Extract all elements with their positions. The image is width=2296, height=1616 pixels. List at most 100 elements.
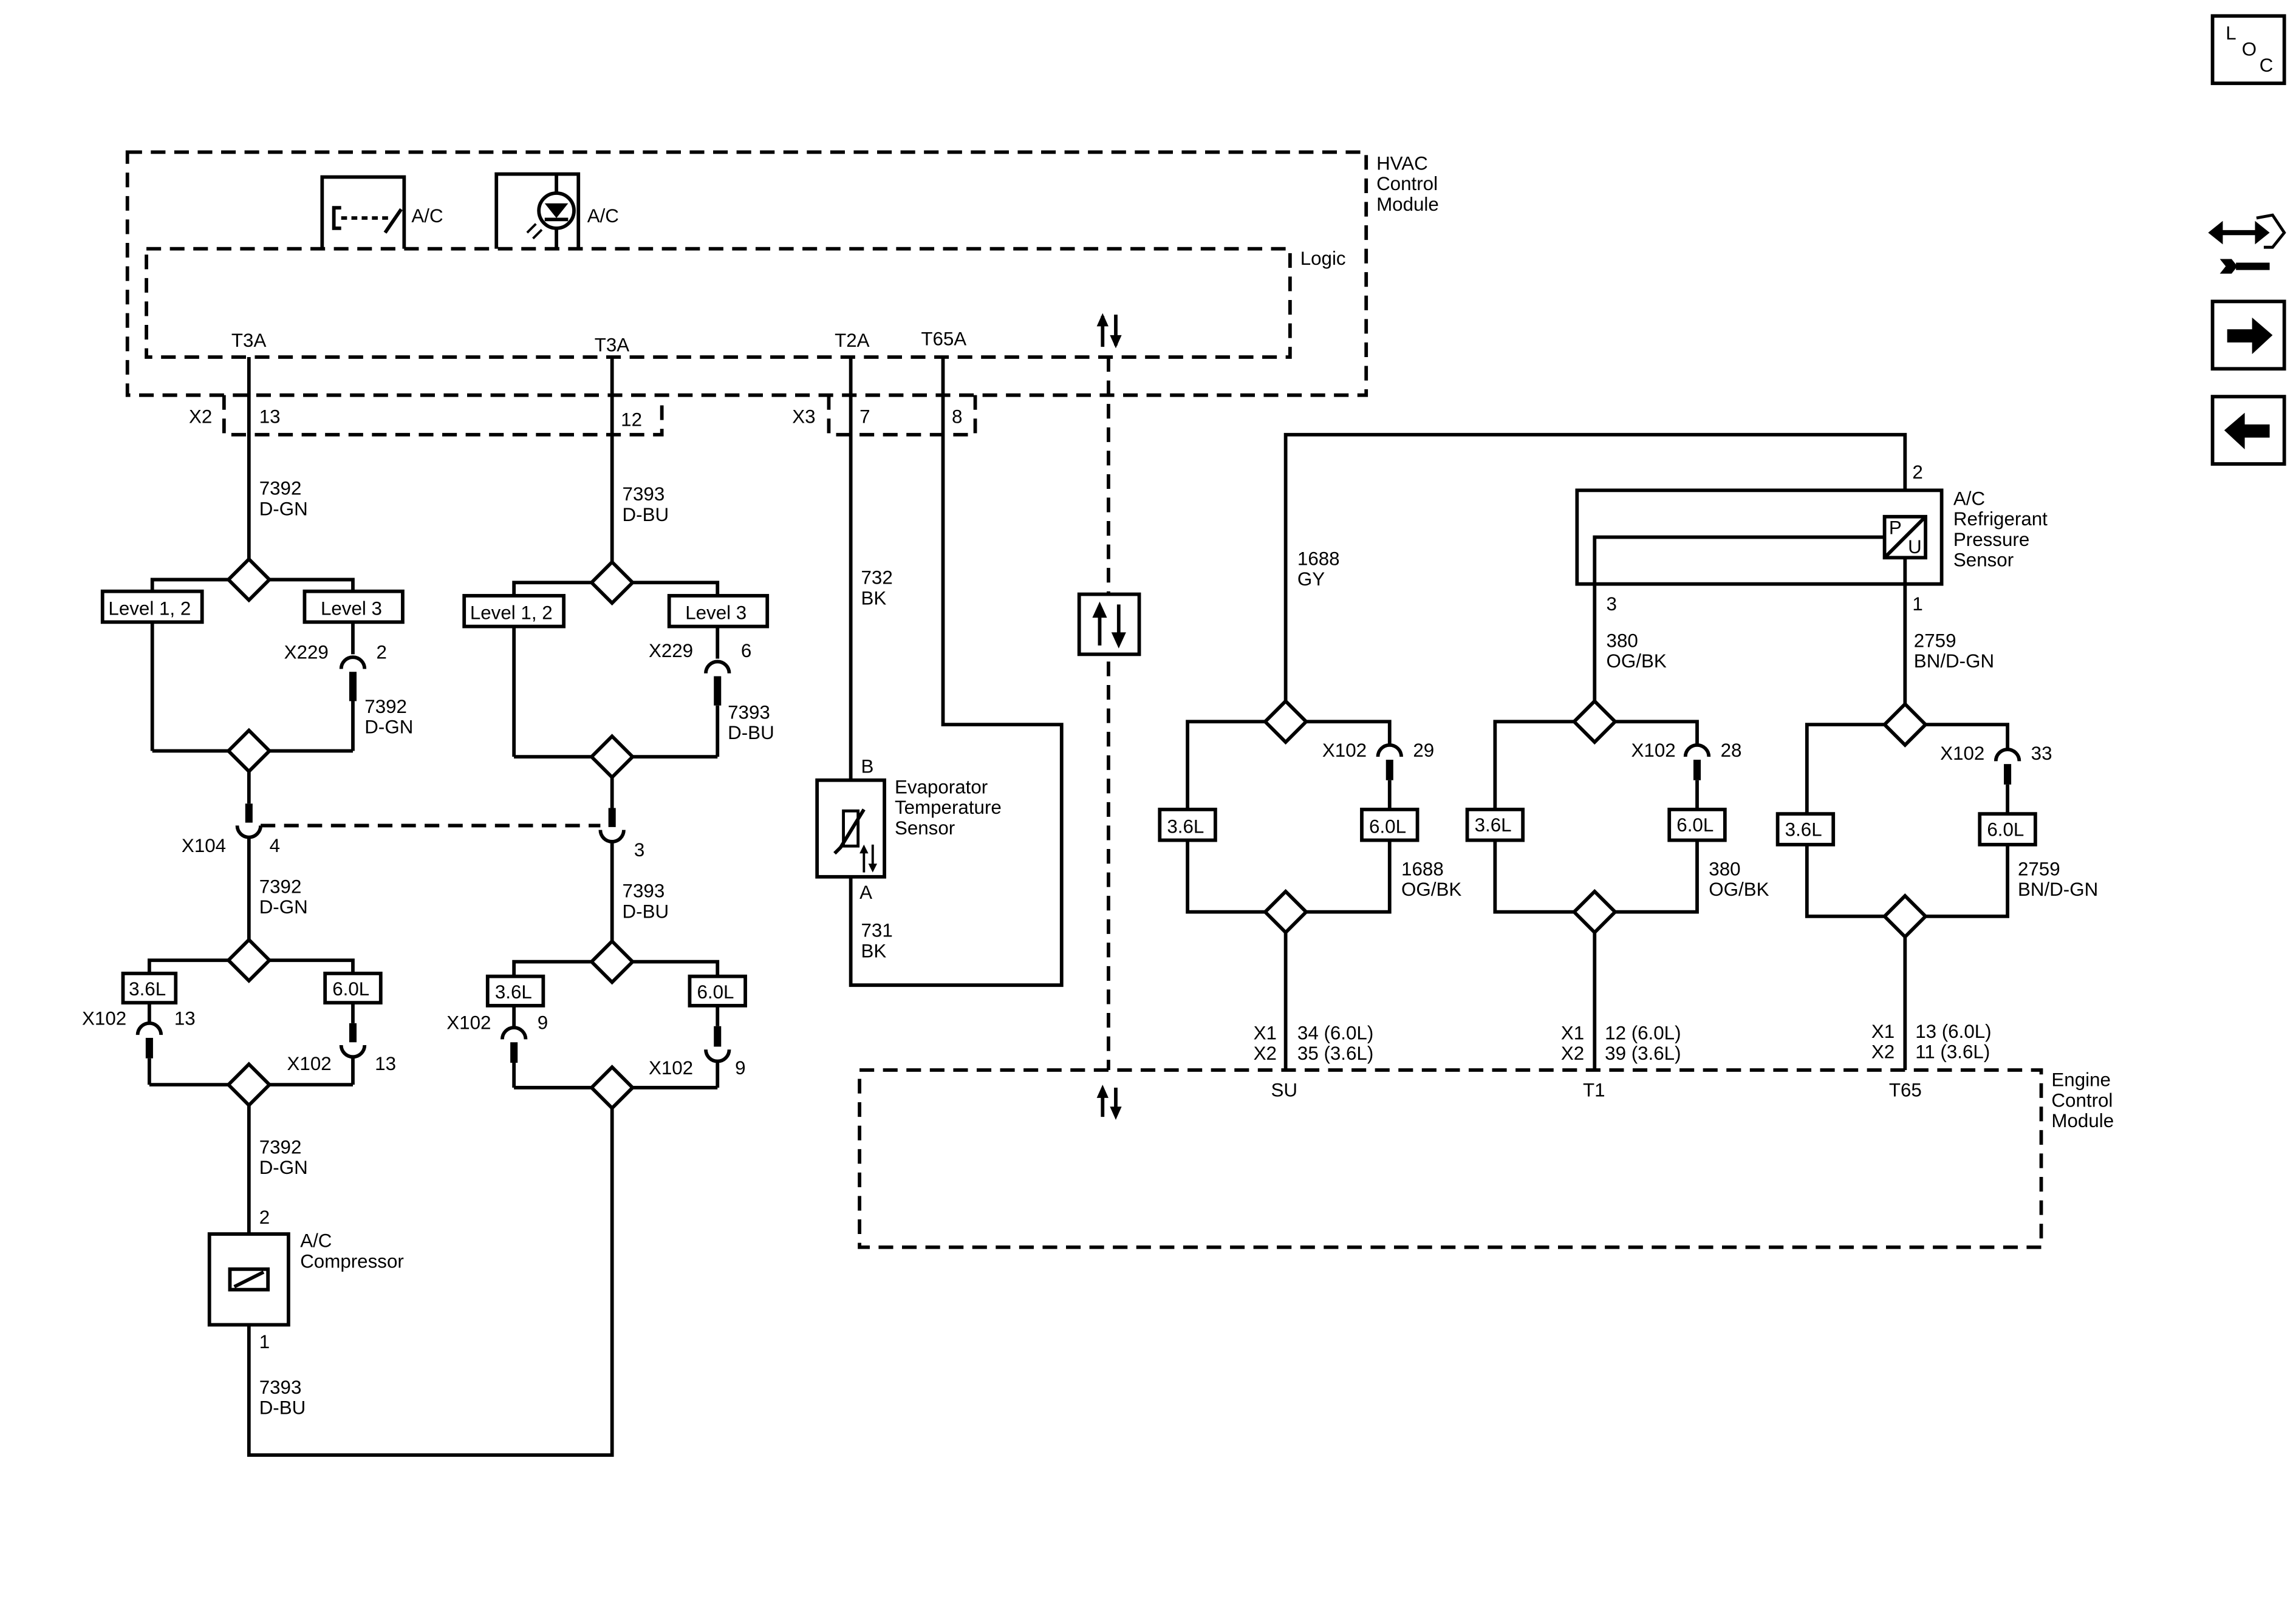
x102-pin: 9 bbox=[735, 1057, 745, 1079]
wire-color: OG/BK bbox=[1709, 879, 1769, 900]
x2-label: X2 bbox=[1254, 1043, 1277, 1064]
x102-pin: 13 bbox=[174, 1007, 196, 1029]
x102-label: X102 bbox=[1322, 740, 1367, 761]
splice-diamond bbox=[1262, 888, 1309, 935]
option-60l: 6.0L bbox=[1369, 816, 1406, 837]
wire-color: D-GN bbox=[259, 498, 308, 519]
x229-pin: 6 bbox=[741, 640, 751, 661]
loc-letter: L bbox=[2226, 22, 2236, 44]
option-36l: 3.6L bbox=[495, 981, 532, 1003]
pressure-pin-1: 1 bbox=[1912, 593, 1922, 615]
option-36l: 3.6L bbox=[1475, 814, 1512, 836]
option-box bbox=[323, 972, 383, 1005]
x104-pin: 3 bbox=[634, 839, 644, 861]
hvac-control-module: HVAC Control Module Logic A/C A/C T3A T3… bbox=[125, 150, 1439, 397]
compressor-pin-2: 2 bbox=[259, 1207, 270, 1228]
pin-t65a: T65A bbox=[921, 329, 966, 350]
hvac-label-2: Control bbox=[1376, 173, 1438, 194]
ecm-label-2: Control bbox=[2051, 1089, 2113, 1111]
pin-t2a: T2A bbox=[835, 330, 870, 351]
wire-color: D-GN bbox=[259, 1157, 308, 1178]
option-box bbox=[667, 594, 770, 629]
wire-color: D-BU bbox=[728, 722, 774, 743]
evap-label-1: Evaporator bbox=[895, 776, 988, 797]
splice-diamond bbox=[589, 559, 635, 606]
ac-switch-icon: A/C bbox=[320, 175, 443, 249]
wire-label: 1688 bbox=[1297, 548, 1340, 569]
loc-button[interactable]: L O C bbox=[2210, 14, 2286, 86]
connector-icon bbox=[500, 1026, 528, 1040]
previous-button[interactable] bbox=[2210, 395, 2286, 466]
x1-label: X1 bbox=[1871, 1021, 1895, 1042]
pressure-u: U bbox=[1908, 536, 1922, 557]
wire-label: 1688 bbox=[1401, 858, 1444, 879]
ac-indicator-label: A/C bbox=[587, 205, 619, 227]
x102-pin: 29 bbox=[1413, 740, 1434, 761]
ac-switch-label: A/C bbox=[411, 205, 443, 227]
wire-color: D-GN bbox=[259, 896, 308, 918]
splice-diamond bbox=[1262, 698, 1309, 745]
wire-color: D-BU bbox=[623, 504, 669, 525]
wire-color: D-BU bbox=[623, 901, 669, 922]
ecm-pin-detail: 39 (3.6L) bbox=[1605, 1043, 1681, 1064]
hvac-label-1: HVAC bbox=[1376, 152, 1428, 174]
splice-diamond bbox=[589, 938, 635, 985]
evap-pin-a: A bbox=[859, 882, 872, 903]
option-60l: 6.0L bbox=[1987, 819, 2024, 840]
x104-label: X104 bbox=[182, 835, 226, 856]
evap-label-3: Sensor bbox=[895, 817, 955, 839]
wire-label: 7392 bbox=[364, 696, 407, 717]
x229-label: X229 bbox=[284, 642, 329, 663]
evap-pin-b: B bbox=[861, 756, 874, 777]
ecm-pin-detail: 35 (3.6L) bbox=[1297, 1043, 1373, 1064]
wire-label: 7392 bbox=[259, 876, 302, 897]
x1-label: X1 bbox=[1561, 1022, 1584, 1043]
next-button[interactable] bbox=[2210, 299, 2286, 371]
component-views-icon[interactable] bbox=[2208, 213, 2286, 274]
connector-icon bbox=[1683, 743, 1711, 757]
pin-t3a-right: T3A bbox=[595, 334, 630, 355]
wire-color: BK bbox=[861, 587, 887, 609]
loc-letter: C bbox=[2260, 55, 2274, 76]
x2-label: X2 bbox=[1561, 1043, 1584, 1064]
x2-label: X2 bbox=[1871, 1042, 1895, 1063]
wire-color: BK bbox=[861, 940, 887, 961]
wire-label: 380 bbox=[1709, 858, 1740, 879]
ecm-pin-su: SU bbox=[1271, 1079, 1297, 1100]
circuit-2759: 2759 BN/D-GN X102 33 3.6L 6.0L 2759 BN/D… bbox=[1775, 584, 2098, 1071]
ac-refrigerant-pressure-sensor: 2 P U A/C Refrigerant Pressure Sensor 3 … bbox=[1283, 432, 2048, 701]
wire-color: D-GN bbox=[364, 717, 413, 738]
x104-pin: 4 bbox=[270, 835, 280, 856]
connector-icon bbox=[1376, 743, 1403, 757]
splice-diamond bbox=[1882, 701, 1929, 748]
wire-label: 731 bbox=[861, 920, 893, 941]
serial-data-box-icon bbox=[1077, 592, 1141, 656]
splice-diamond bbox=[225, 1062, 272, 1108]
ecm-pin-detail: 11 (3.6L) bbox=[1915, 1042, 1990, 1063]
arrow-right-icon bbox=[2227, 317, 2273, 355]
x102-label: X102 bbox=[287, 1053, 332, 1074]
hvac-label-3: Module bbox=[1376, 194, 1439, 215]
x102-pin: 28 bbox=[1721, 740, 1742, 761]
wire-label: 7393 bbox=[623, 881, 665, 902]
connector-icon bbox=[339, 1045, 367, 1059]
pin-t3a-left: T3A bbox=[231, 330, 267, 351]
connector-icon bbox=[135, 1021, 163, 1035]
option-box bbox=[121, 972, 178, 1005]
x3-pin-8: 8 bbox=[952, 406, 962, 427]
wire-color: OG/BK bbox=[1607, 650, 1667, 672]
evaporator-temperature-sensor: 732 BK B A Evaporator Temperature Sensor… bbox=[815, 357, 1064, 987]
ecm-pin-t65: T65 bbox=[1889, 1079, 1922, 1100]
wire-color: BN/D-GN bbox=[2018, 879, 2098, 900]
arrow-left-icon bbox=[2224, 412, 2270, 449]
ecm-pin-detail: 12 (6.0L) bbox=[1605, 1022, 1681, 1043]
wire-label: 7392 bbox=[259, 478, 302, 499]
serial-data-icon bbox=[1096, 313, 1122, 349]
circuit-7393: 7393 D-BU Level 1, 2 Level 3 X229 6 7393… bbox=[247, 357, 774, 1457]
option-36l: 3.6L bbox=[129, 978, 166, 1000]
x102-pin: 9 bbox=[538, 1012, 548, 1034]
wire-label: 7393 bbox=[259, 1377, 302, 1398]
option-60l: 6.0L bbox=[332, 978, 369, 1000]
x102-pin: 33 bbox=[2031, 743, 2052, 764]
